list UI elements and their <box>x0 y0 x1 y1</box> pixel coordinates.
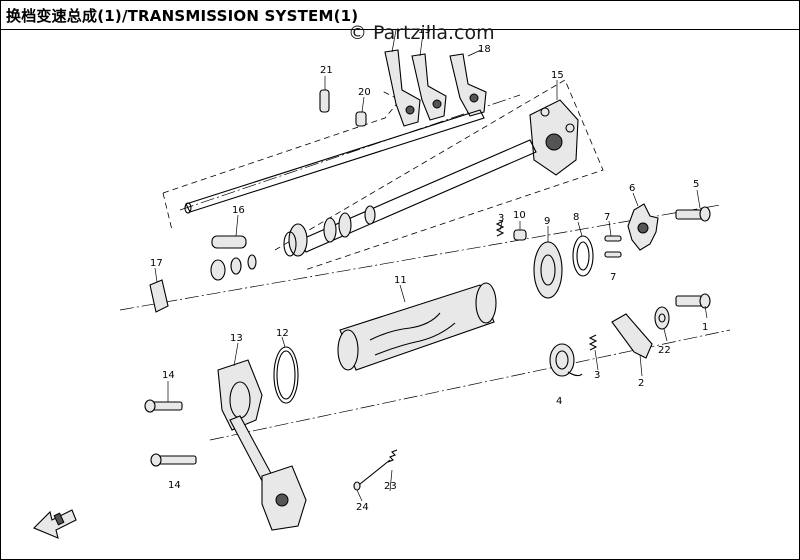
front-arrow-icon <box>33 509 77 539</box>
part-4-spring-gear <box>549 343 583 377</box>
callout-5: 5 <box>693 179 699 190</box>
callout-15: 15 <box>551 70 564 81</box>
part-3-spring-upper <box>495 220 505 237</box>
callout-14-upper: 14 <box>162 370 175 381</box>
callout-labels: 21 20 18 19 18 15 16 17 3 10 9 8 7 7 6 5… <box>150 30 708 513</box>
callout-24: 24 <box>356 502 369 513</box>
callout-18-left: 18 <box>390 30 403 31</box>
part-13-cover <box>217 359 263 431</box>
part-16-spring-assembly <box>211 223 308 257</box>
callout-7-lower: 7 <box>610 272 616 283</box>
callout-2: 2 <box>638 378 644 389</box>
part-8-ring <box>572 235 594 277</box>
callout-12: 12 <box>276 328 289 339</box>
leader-lines <box>154 30 708 502</box>
callout-14-lower: 14 <box>168 480 181 491</box>
callout-11: 11 <box>394 275 407 286</box>
part-22-washer <box>654 306 670 330</box>
callout-13: 13 <box>230 333 243 344</box>
part-20-bushing <box>355 111 367 127</box>
part-2-stopper-arm <box>611 313 653 359</box>
washers-set <box>210 254 257 281</box>
part-17-plate <box>149 279 169 313</box>
callout-6: 6 <box>629 183 635 194</box>
part-11-shift-drum <box>337 282 497 371</box>
callout-16: 16 <box>232 205 245 216</box>
watermark: © Partzilla.com <box>348 22 495 44</box>
part-21-pin <box>319 89 330 113</box>
assembly-outline-shaft <box>274 79 604 271</box>
callout-7-upper: 7 <box>604 212 610 223</box>
part-12-o-ring <box>273 346 299 404</box>
part-3-spring-lower <box>588 334 598 351</box>
part-6-star-wheel <box>627 203 659 251</box>
title-bar: 换档变速总成(1)/TRANSMISSION SYSTEM(1) <box>0 0 800 30</box>
callout-3-lower: 3 <box>594 370 600 381</box>
callout-23: 23 <box>384 481 397 492</box>
callout-8: 8 <box>573 212 579 223</box>
callout-17: 17 <box>150 258 163 269</box>
assembly-outline-upper <box>162 89 401 231</box>
part-1-bolt <box>675 293 711 309</box>
part-5-bolt <box>675 206 711 222</box>
part-7-pins <box>604 235 622 258</box>
callout-4: 4 <box>556 396 562 407</box>
shift-lever <box>229 415 307 531</box>
exploded-parts-diagram: 21 20 18 19 18 15 16 17 3 10 9 8 7 7 6 5… <box>33 30 731 539</box>
part-18-19-shift-forks <box>384 49 487 127</box>
callout-19: 19 <box>418 30 431 36</box>
callout-18-right: 18 <box>478 44 491 55</box>
callout-9: 9 <box>544 216 550 227</box>
callout-21: 21 <box>320 65 333 76</box>
callout-10: 10 <box>513 210 526 221</box>
part-10-pin <box>513 229 527 241</box>
page-title: 换档变速总成(1)/TRANSMISSION SYSTEM(1) <box>6 7 359 25</box>
callout-22: 22 <box>658 345 671 356</box>
fork-rod <box>184 109 485 214</box>
part-9-gear <box>533 241 563 299</box>
part-15-drum-housing <box>529 99 579 176</box>
part-24-pin <box>353 459 391 491</box>
part-14-bolt-lower <box>150 453 197 467</box>
callout-1: 1 <box>702 322 708 333</box>
callout-20: 20 <box>358 87 371 98</box>
part-23-spring <box>387 449 398 463</box>
callout-3-upper: 3 <box>498 213 504 224</box>
part-14-bolt-upper <box>144 399 183 413</box>
